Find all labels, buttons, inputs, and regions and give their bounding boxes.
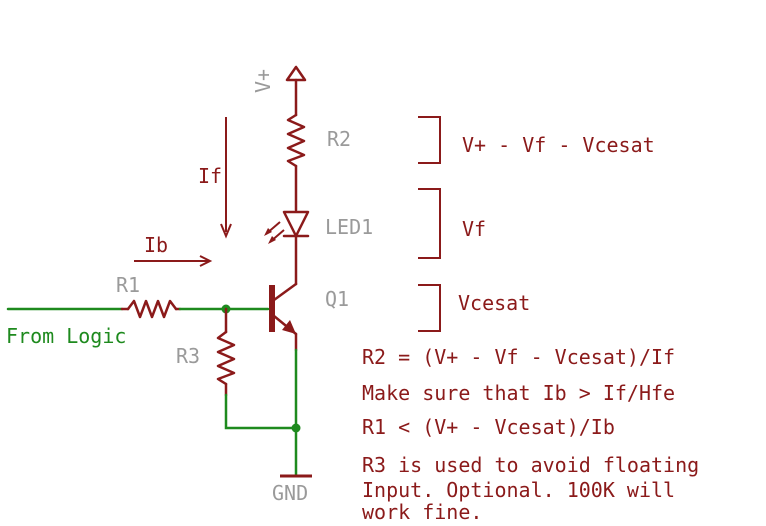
r1-equation: R1 < (V+ - Vcesat)/Ib	[362, 415, 615, 439]
if-label: If	[198, 164, 222, 188]
ib-current-arrow	[134, 255, 213, 267]
gnd-label: GND	[272, 481, 308, 505]
r2-voltage-note: V+ - Vf - Vcesat	[462, 133, 655, 157]
led1-label: LED1	[325, 215, 373, 239]
r2-resistor	[286, 113, 306, 212]
r3-note-line2: Input. Optional. 100K will	[362, 478, 675, 502]
led-voltage-note: Vf	[462, 217, 486, 241]
r3-ground-wire	[224, 393, 298, 430]
r3-note-line1: R3 is used to avoid floating	[362, 453, 699, 477]
ground-junction-dot	[291, 423, 301, 433]
r3-label: R3	[176, 344, 200, 368]
led-voltage-brace	[418, 188, 441, 259]
r1-label: R1	[116, 273, 140, 297]
q-voltage-brace	[418, 284, 441, 332]
ib-condition: Make sure that Ib > If/Hfe	[362, 381, 675, 405]
from-logic-label: From Logic	[6, 324, 126, 348]
r3-note-line3: work fine.	[362, 500, 482, 524]
ib-label: Ib	[144, 233, 168, 257]
q1-transistor	[269, 282, 298, 352]
r3-resistor	[216, 307, 236, 397]
q1-label: Q1	[325, 287, 349, 311]
if-current-arrow	[220, 117, 232, 239]
led1-diode	[264, 210, 310, 286]
r2-label: R2	[327, 127, 351, 151]
r2-voltage-brace	[418, 116, 441, 164]
r2-equation: R2 = (V+ - Vf - Vcesat)/If	[362, 345, 675, 369]
vplus-supply-symbol	[285, 65, 307, 117]
r1-resistor	[120, 299, 182, 319]
q-voltage-note: Vcesat	[458, 291, 530, 315]
vplus-label: V+	[251, 69, 275, 93]
